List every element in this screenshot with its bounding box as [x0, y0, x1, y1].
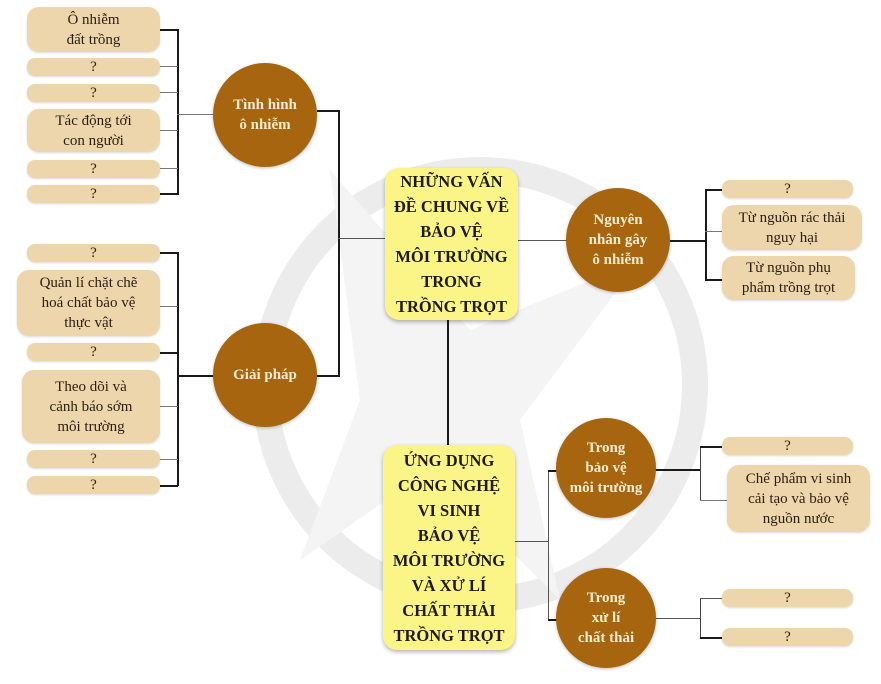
connector-line	[160, 66, 178, 67]
connector-line	[518, 240, 568, 241]
connector-line	[160, 29, 178, 31]
connector-line	[700, 598, 701, 638]
situation-item: ?	[27, 58, 160, 76]
connector-line	[160, 193, 178, 195]
connector-line	[700, 500, 727, 501]
branch-solutions: Giải pháp	[213, 323, 317, 427]
situation-item: ?	[27, 160, 160, 178]
connector-line	[338, 238, 386, 239]
connector-line	[160, 252, 178, 254]
waste-treatment-item: ?	[722, 628, 853, 646]
connector-line	[700, 598, 722, 599]
connector-line	[447, 320, 449, 446]
connector-line	[317, 375, 339, 377]
connector-line	[160, 92, 178, 93]
env-protection-item: Chế phẩm vi sinh cải tạo và bảo vệ nguồn…	[727, 465, 870, 532]
connector-line	[700, 637, 722, 639]
branch-pollution-status: Tình hình ô nhiễm	[213, 63, 317, 167]
connector-line	[655, 618, 701, 619]
connector-line	[177, 114, 213, 115]
situation-item: ?	[27, 185, 160, 203]
connector-line	[548, 619, 558, 621]
connector-line	[548, 470, 549, 620]
situation-item: ?	[27, 84, 160, 102]
solution-item: Theo dõi và cảnh báo sớm môi trường	[22, 370, 160, 443]
connector-line	[177, 29, 179, 195]
connector-line	[160, 352, 178, 354]
solution-item: ?	[27, 450, 160, 468]
solution-item: ?	[27, 343, 160, 361]
connector-line	[160, 130, 178, 131]
connector-line	[705, 189, 707, 281]
situation-item: Tác động tới con người	[27, 109, 160, 152]
connector-line	[655, 469, 701, 471]
connector-line	[160, 306, 178, 307]
waste-treatment-item: ?	[722, 589, 853, 607]
connector-line	[160, 168, 178, 169]
connector-line	[177, 375, 213, 377]
solution-item: ?	[27, 476, 160, 494]
connector-line	[515, 541, 549, 542]
connector-line	[338, 110, 340, 377]
center-node-general-issues: NHỮNG VẤN ĐỀ CHUNG VỀ BẢO VỆ MÔI TRƯỜNG …	[385, 168, 518, 320]
connector-line	[700, 446, 722, 448]
env-protection-item: ?	[722, 437, 853, 455]
solution-item: Quản lí chặt chẽ hoá chất bảo vệ thực vậ…	[17, 270, 160, 336]
solution-item: ?	[27, 244, 160, 262]
connector-line	[317, 110, 339, 112]
connector-line	[670, 240, 706, 242]
cause-item: Từ nguồn rác thải nguy hại	[722, 205, 862, 250]
connector-line	[705, 189, 723, 191]
connector-line	[160, 485, 178, 487]
connector-line	[177, 252, 179, 486]
connector-line	[160, 406, 178, 407]
branch-env-protection: Trong bảo vệ môi trường	[556, 418, 656, 518]
connector-line	[700, 446, 701, 501]
center-node-microbial-tech: ỨNG DỤNG CÔNG NGHỆ VI SINH BẢO VỆ MÔI TR…	[383, 445, 515, 650]
connector-line	[705, 279, 723, 281]
cause-item: Từ nguồn phụ phẩm trồng trọt	[722, 256, 855, 300]
branch-pollution-causes: Nguyên nhân gây ô nhiễm	[566, 188, 670, 292]
connector-line	[548, 470, 558, 472]
connector-line	[160, 459, 178, 460]
branch-waste-treatment: Trong xử lí chất thải	[556, 568, 656, 668]
connector-line	[705, 231, 723, 232]
cause-item: ?	[722, 180, 853, 198]
situation-item: Ô nhiễm đất trồng	[27, 7, 160, 52]
